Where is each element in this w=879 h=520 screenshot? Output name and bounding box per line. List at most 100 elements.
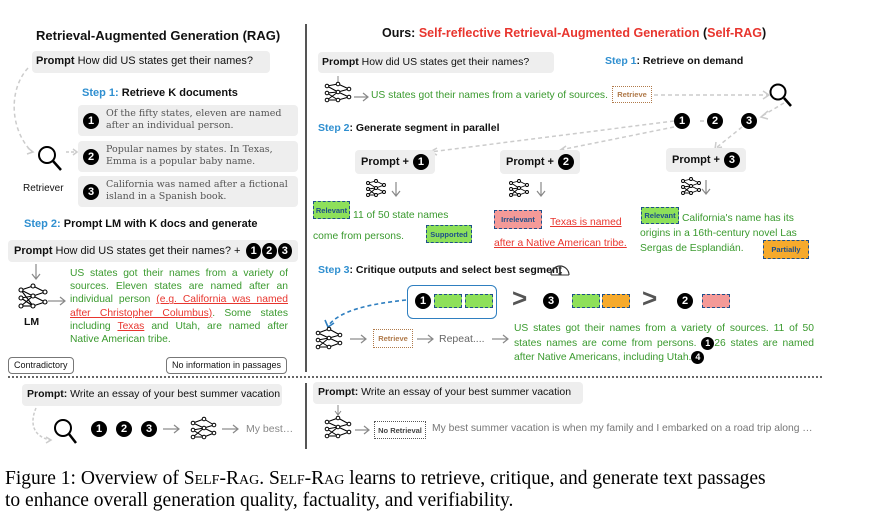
branch-number: 1	[412, 154, 429, 170]
selfrag-final-output: US states got their names from a variety…	[514, 322, 814, 366]
contradictory-segment: (e.g. California was named after Christo…	[70, 294, 288, 319]
branch-prompt-label: Prompt +	[506, 156, 554, 168]
step-text: : Generate segment in parallel	[349, 122, 500, 134]
relevant-tag: Relevant	[641, 207, 679, 224]
relevant-chip	[572, 294, 600, 308]
rag-prompt-k-box: Prompt How did US states get their names…	[8, 240, 298, 262]
supported-tag: Supported	[426, 225, 472, 243]
caption-name: Self-Rag	[268, 468, 345, 489]
selfrag-bottom-output: My best summer vacation is when my famil…	[432, 423, 813, 434]
prompt-text: How did US states get their names?	[361, 56, 530, 68]
doc-number: 2	[83, 149, 99, 165]
figure-caption: Figure 1: Overview of Self-Rag. Self-Rag…	[5, 468, 865, 512]
unsupported-segment: Texas	[117, 320, 145, 332]
selfrag-step1: Step 1: Retrieve on demand	[605, 55, 743, 67]
right-arrow-icon	[417, 334, 434, 344]
caption-rest: learns to retrieve, critique, and genera…	[344, 468, 766, 489]
title-paren: )	[762, 26, 767, 40]
citation-number: 4	[691, 351, 705, 364]
down-arrow-icon	[391, 182, 401, 197]
lm-label: LM	[24, 316, 40, 328]
no-retrieval-tag: No Retrieval	[374, 421, 426, 439]
vertical-divider-bottom	[305, 383, 307, 449]
right-arrow-icon	[492, 334, 509, 344]
branch-prompt-1: Prompt + 1	[355, 150, 435, 174]
retrieve-tag: Retrieve	[612, 86, 652, 103]
rag-output-text: US states got their names from a variety…	[70, 267, 288, 346]
branch-prompt-2: Prompt + 2	[500, 150, 580, 174]
rag-bottom-dashed-arrow	[32, 407, 53, 444]
prompt-label: Prompt	[322, 56, 359, 68]
partially-tag: Partially	[763, 240, 809, 259]
final-output-segment: 26 states are named after Native America…	[514, 337, 814, 364]
prompt-label: Prompt	[36, 55, 75, 67]
branch-output-1: 11 of 50 state names come from persons.	[313, 210, 449, 242]
partially-chip	[602, 294, 630, 308]
rank-number: 3	[543, 293, 559, 309]
prompt-text: How did US states get their names?	[77, 55, 254, 67]
neural-network-icon	[324, 76, 352, 103]
branch-output-3: California's name has its origins in a 1…	[640, 213, 797, 254]
gauge-icon	[550, 265, 570, 276]
retrieve-tag: Retrieve	[373, 329, 413, 348]
prompt-text: How did US states get their names? +	[55, 245, 241, 257]
magnifier-icon	[38, 146, 62, 171]
retriever-label: Retriever	[23, 183, 64, 194]
doc-number: 2	[116, 421, 132, 437]
rag-prompt-box: Prompt How did US states get their names…	[32, 51, 270, 73]
branch-number: 3	[723, 152, 740, 168]
caption-line-2: to enhance overall generation quality, f…	[5, 490, 514, 511]
output-segment: and Utah, are named after Native America…	[70, 320, 288, 346]
down-arrow-icon	[536, 182, 546, 197]
rag-step1: Step 1: Retrieve K documents	[82, 87, 238, 99]
right-arrow-icon	[48, 296, 66, 306]
prompt-text: Write an essay of your best summer vacat…	[70, 388, 281, 400]
right-arrow-icon	[355, 425, 370, 435]
caption-line-1: Figure 1: Overview of Self-Rag. Self-Rag…	[5, 468, 865, 490]
supported-chip	[465, 294, 493, 308]
right-arrow-icon	[350, 334, 367, 344]
title-short: Self-RAG	[707, 26, 762, 40]
neural-network-icon	[324, 405, 352, 439]
step-prefix: Step 2	[318, 122, 350, 134]
title-main: Self-reflective Retrieval-Augmented Gene…	[418, 26, 700, 40]
greater-than: >	[642, 283, 658, 313]
rag-document-1	[78, 105, 298, 136]
greater-than: >	[512, 283, 528, 313]
best-segment-highlight	[407, 285, 497, 319]
neural-network-icon	[509, 179, 529, 197]
right-arrow-icon	[222, 424, 239, 434]
selfrag-step3: Step 3: Critique outputs and select best…	[318, 264, 562, 276]
caption-prefix: Figure 1: Overview of	[5, 468, 184, 489]
neural-network-icon	[190, 416, 217, 440]
title-paren: (	[702, 26, 708, 40]
doc-text: Popular names by states. In Texas, Emma …	[106, 144, 273, 167]
title-ours: Ours:	[382, 26, 416, 40]
doc-number: 1	[83, 113, 99, 129]
relevant-chip	[434, 294, 462, 308]
doc-number: 3	[141, 421, 157, 437]
repeat-text: Repeat....	[439, 333, 485, 345]
selfrag-bottom-prompt-box: Prompt: Write an essay of your best summ…	[313, 382, 583, 404]
prompt-label: Prompt:	[318, 386, 359, 398]
branch-prompt-label: Prompt +	[361, 156, 409, 168]
selfrag-prompt-box: Prompt How did US states get their names…	[318, 52, 554, 73]
step-text: : Retrieve on demand	[636, 55, 744, 67]
caption-name: Self-Rag	[183, 468, 260, 489]
branch-number: 2	[557, 154, 574, 170]
doc-text: California was named after a fictional i…	[106, 179, 288, 202]
rank-number: 1	[415, 293, 431, 309]
down-arrow-icon	[31, 264, 41, 280]
doc-number: 2	[261, 243, 277, 259]
irrelevant-chip	[702, 294, 730, 308]
citation-number: 1	[701, 336, 715, 350]
contradictory-callout: Contradictory	[8, 357, 74, 374]
rag-document-2	[78, 141, 298, 172]
down-arrow-icon	[701, 180, 711, 195]
rag-bottom-output: My best…	[246, 423, 294, 435]
selfrag-title: Ours: Self-reflective Retrieval-Augmente…	[382, 26, 766, 40]
no-information-callout: No information in passages	[166, 357, 288, 374]
neural-network-icon	[18, 283, 48, 309]
step-text: Retrieve K documents	[121, 87, 238, 99]
right-arrow-icon	[354, 92, 369, 102]
